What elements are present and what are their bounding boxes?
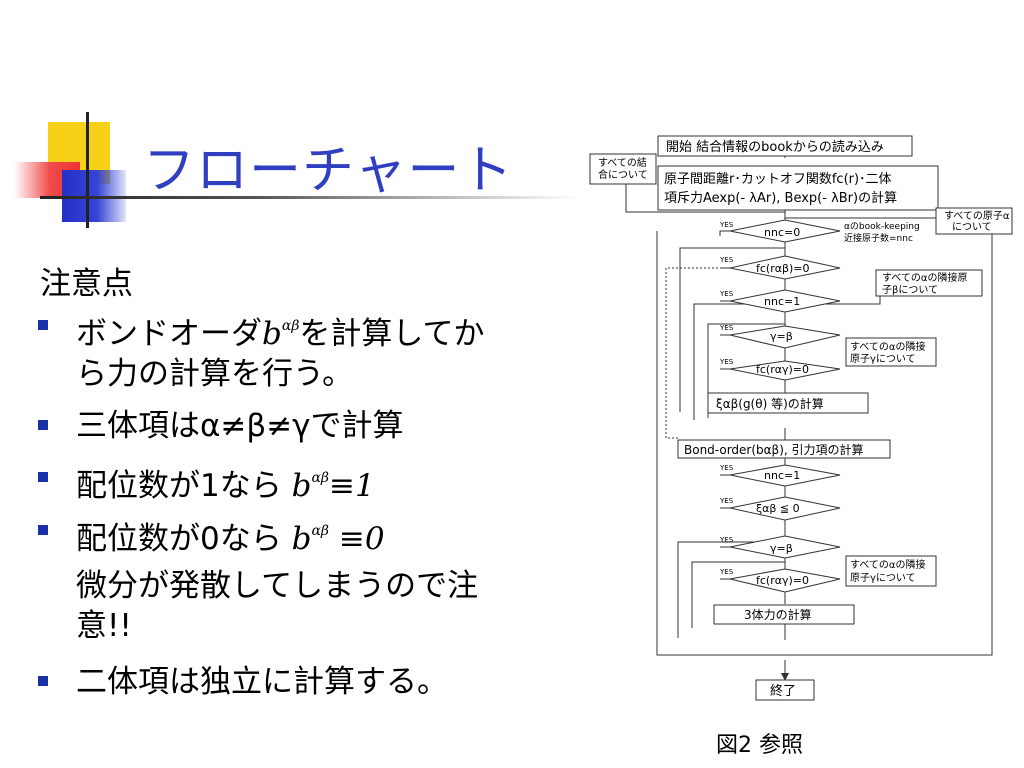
flow-bond-order-box [677, 439, 891, 459]
bullet-marker [38, 320, 48, 330]
figure-caption: 図2 参照 [716, 733, 803, 758]
flow-xi-calc-box [707, 392, 869, 414]
flow-decision-fc-ag-a [729, 360, 841, 381]
flow-yes-label: YES [719, 358, 734, 366]
flow-note-line: 原子γについて [850, 353, 916, 365]
flow-note-neighbor-gamma-b [845, 555, 937, 587]
flow-yes-label: YES [719, 497, 734, 505]
bullet-text: 配位数が1なら bαβ≡1 [76, 458, 556, 506]
bullet-text-line2: ら力の計算を行う。 [76, 356, 354, 392]
flow-note-all-atoms [935, 207, 1013, 235]
flow-note-line: すべての原子α [944, 210, 1010, 222]
flow-calc-box [657, 165, 939, 211]
bullet-text: 三体項はα≠β≠γで計算 [76, 408, 404, 444]
flowchart-diagram: 開始 結合情報のbookからの読み込み すべての結 合について 原子間距離r･カ… [589, 135, 1013, 701]
bullet-item-coordination-zero: 配位数が0なら bαβ ≡0 [38, 511, 558, 557]
flow-decision-fc-ab [729, 255, 841, 280]
flow-decision-nnc0 [729, 219, 841, 243]
flow-decision-label: fc(rαγ)=0 [756, 363, 809, 376]
bullet-item-three-body: 三体項はα≠β≠γで計算 [38, 406, 558, 446]
math-variable: b [262, 316, 282, 352]
flow-box-label: Bond-order(bαβ), 引力項の計算 [684, 442, 864, 457]
bullet-text: 配位数が0なら bαβ ≡0 [76, 511, 556, 559]
flow-end-box [755, 679, 815, 701]
flow-decision-label: fc(rαβ)=0 [756, 262, 810, 275]
math-superscript: αβ [311, 470, 329, 486]
bullet-marker [38, 420, 48, 430]
flow-note-line: 子βについて [882, 284, 938, 296]
flow-yes-label: YES [719, 256, 734, 264]
bullet-text-part: 配位数が1なら [76, 468, 292, 504]
flow-start-box [657, 135, 913, 157]
flow-yes-label: YES [719, 568, 734, 576]
flow-box-label: ξαβ(g(θ) 等)の計算 [716, 396, 824, 411]
flow-decision-fc-ag-b [729, 568, 841, 593]
flow-decision-label: ξαβ ≦ 0 [756, 502, 800, 515]
flow-note-line: について [952, 221, 992, 233]
flow-end-label: 終了 [770, 683, 796, 699]
flow-note-line: 原子γについて [850, 572, 916, 584]
bullet-text-part: 配位数が0なら [76, 521, 292, 557]
flow-decision-nnc1-b [729, 464, 841, 487]
flow-note-line: 近接原子数=nnc [844, 232, 913, 244]
flow-note-all-bonds [589, 153, 657, 185]
continuation-line1: 微分が発散してしまうので注 [76, 568, 479, 604]
flow-yes-label: YES [719, 536, 734, 544]
flow-decision-gamma-beta-b [729, 535, 841, 559]
flow-yes-label: YES [719, 324, 734, 332]
flow-decision-label: nnc=1 [764, 469, 800, 482]
bullet-text: 二体項は独立に計算する。 [76, 664, 448, 700]
math-variable: b [291, 521, 312, 557]
continuation-text: 微分が発散してしまうので注 意!! [38, 566, 558, 650]
title-underline [40, 196, 580, 199]
flow-note-line: すべてのαの隣接原 [882, 271, 968, 284]
math-equivalence: ≡0 [329, 521, 385, 557]
flow-calc-line1: 原子間距離r･カットオフ関数fc(r)･二体 [664, 172, 892, 187]
slide-title: フローチャート [143, 141, 514, 201]
flow-yes-label: YES [719, 290, 734, 298]
flow-decision-label: nnc=0 [764, 226, 800, 239]
bullet-item-coordination-one: 配位数が1なら bαβ≡1 [38, 458, 558, 504]
flow-note-line: αのbook-keeping [844, 222, 920, 232]
flow-decision-xi-le0 [729, 496, 841, 521]
flow-note-line: すべてのαの隣接 [850, 558, 926, 571]
flow-note-neighbor-gamma-a [845, 337, 937, 367]
flow-note-line: すべての結 [598, 156, 647, 169]
flow-note-line: すべてのαの隣接 [850, 340, 926, 353]
flow-note-neighbor-beta [875, 269, 983, 297]
math-superscript: αβ [281, 318, 300, 334]
bullet-text-part: を計算してか [299, 316, 485, 352]
bullet-marker [38, 525, 48, 535]
flow-yes-label: YES [719, 464, 734, 472]
continuation-lines: 微分が発散してしまうので注 意!! [76, 566, 556, 646]
flow-decision-gamma-beta-a [729, 325, 841, 349]
bullet-item-two-body: 二体項は独立に計算する。 [38, 662, 558, 702]
flow-three-body-box [713, 604, 855, 625]
flow-decision-label: γ=β [770, 330, 793, 343]
flow-start-label: 開始 結合情報のbookからの読み込み [666, 139, 884, 155]
math-superscript: αβ [311, 523, 329, 539]
bullet-marker [38, 676, 48, 686]
vertical-rule [86, 112, 89, 228]
bullet-text-part: ボンドオーダ [76, 316, 262, 352]
flow-note-line: 合について [598, 168, 648, 181]
bullet-item-bond-order: ボンドオーダbαβを計算してか ら力の計算を行う。 [38, 306, 558, 392]
flow-calc-line2: 項斥力Aexp(- λAr), Bexp(- λBr)の計算 [664, 190, 897, 206]
flow-decision-label: γ=β [770, 542, 793, 555]
flow-box-label: 3体力の計算 [744, 607, 812, 622]
flow-decision-nnc1-a [729, 289, 841, 313]
continuation-line2: 意!! [76, 608, 132, 644]
bullet-marker [38, 472, 48, 482]
flow-yes-label: YES [719, 221, 734, 229]
bullet-text: ボンドオーダbαβを計算してか ら力の計算を行う。 [76, 306, 556, 394]
math-variable: b [291, 468, 312, 504]
math-equivalence: ≡1 [329, 468, 375, 504]
notes-heading: 注意点 [40, 266, 133, 302]
flow-decision-label: fc(rαγ)=0 [756, 574, 809, 587]
flow-decision-label: nnc=1 [764, 295, 800, 308]
